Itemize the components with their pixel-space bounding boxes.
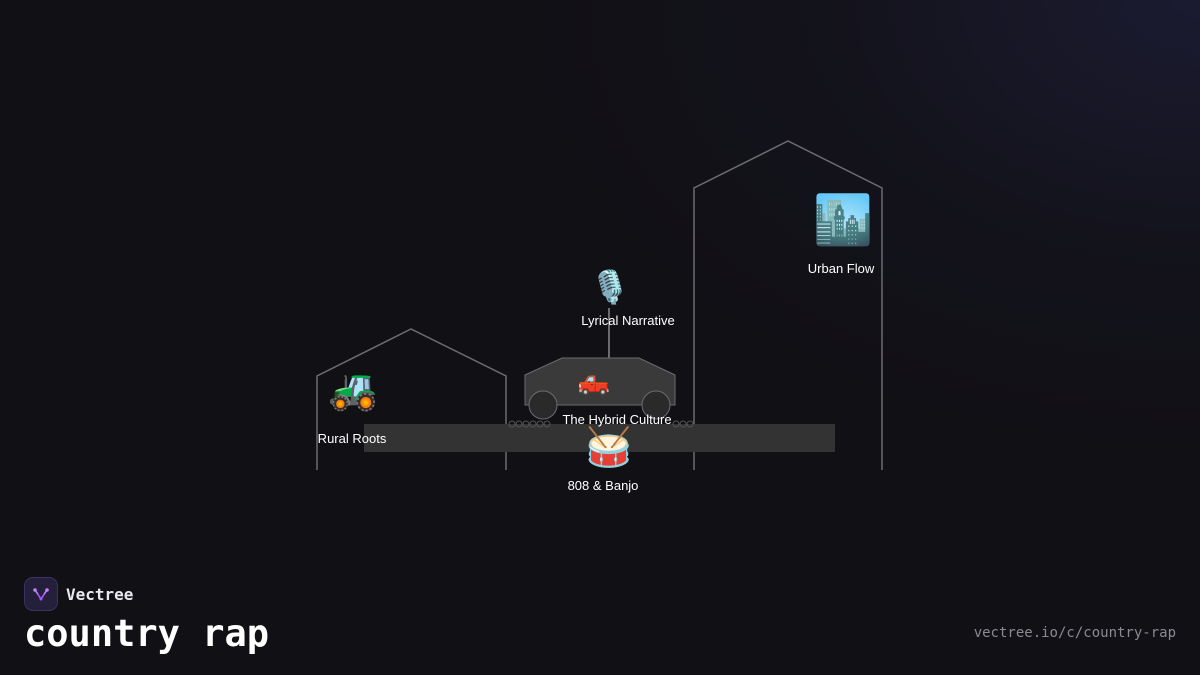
tractor-icon: 🚜	[328, 367, 378, 413]
pickup-truck-icon: 🛻	[577, 367, 611, 397]
banjo-label: 808 & Banjo	[567, 478, 639, 493]
page-title: country rap	[24, 612, 270, 655]
brand[interactable]: Vectree	[24, 577, 133, 611]
lyrical-narrative-label: Lyrical Narrative	[581, 313, 675, 328]
truck-shape	[524, 357, 676, 406]
urban-flow-label: Urban Flow	[807, 261, 875, 276]
truck-wheel-left	[528, 390, 558, 420]
cityscape-icon: 🏙️	[813, 192, 873, 248]
urban-building-outline	[693, 140, 883, 470]
page-url[interactable]: vectree.io/c/country-rap	[973, 625, 1176, 641]
rural-house-outline	[316, 328, 507, 470]
vectree-logo-icon	[24, 577, 58, 611]
brand-name: Vectree	[66, 584, 134, 604]
truck-wheel-right	[641, 390, 671, 420]
hybrid-culture-label: The Hybrid Culture	[562, 412, 672, 427]
road-bar	[364, 424, 835, 452]
drum-icon: 🥁	[585, 425, 633, 469]
chain-link	[508, 420, 694, 428]
microphone-icon: 🎙️	[590, 268, 630, 306]
rural-roots-label: Rural Roots	[317, 431, 387, 446]
